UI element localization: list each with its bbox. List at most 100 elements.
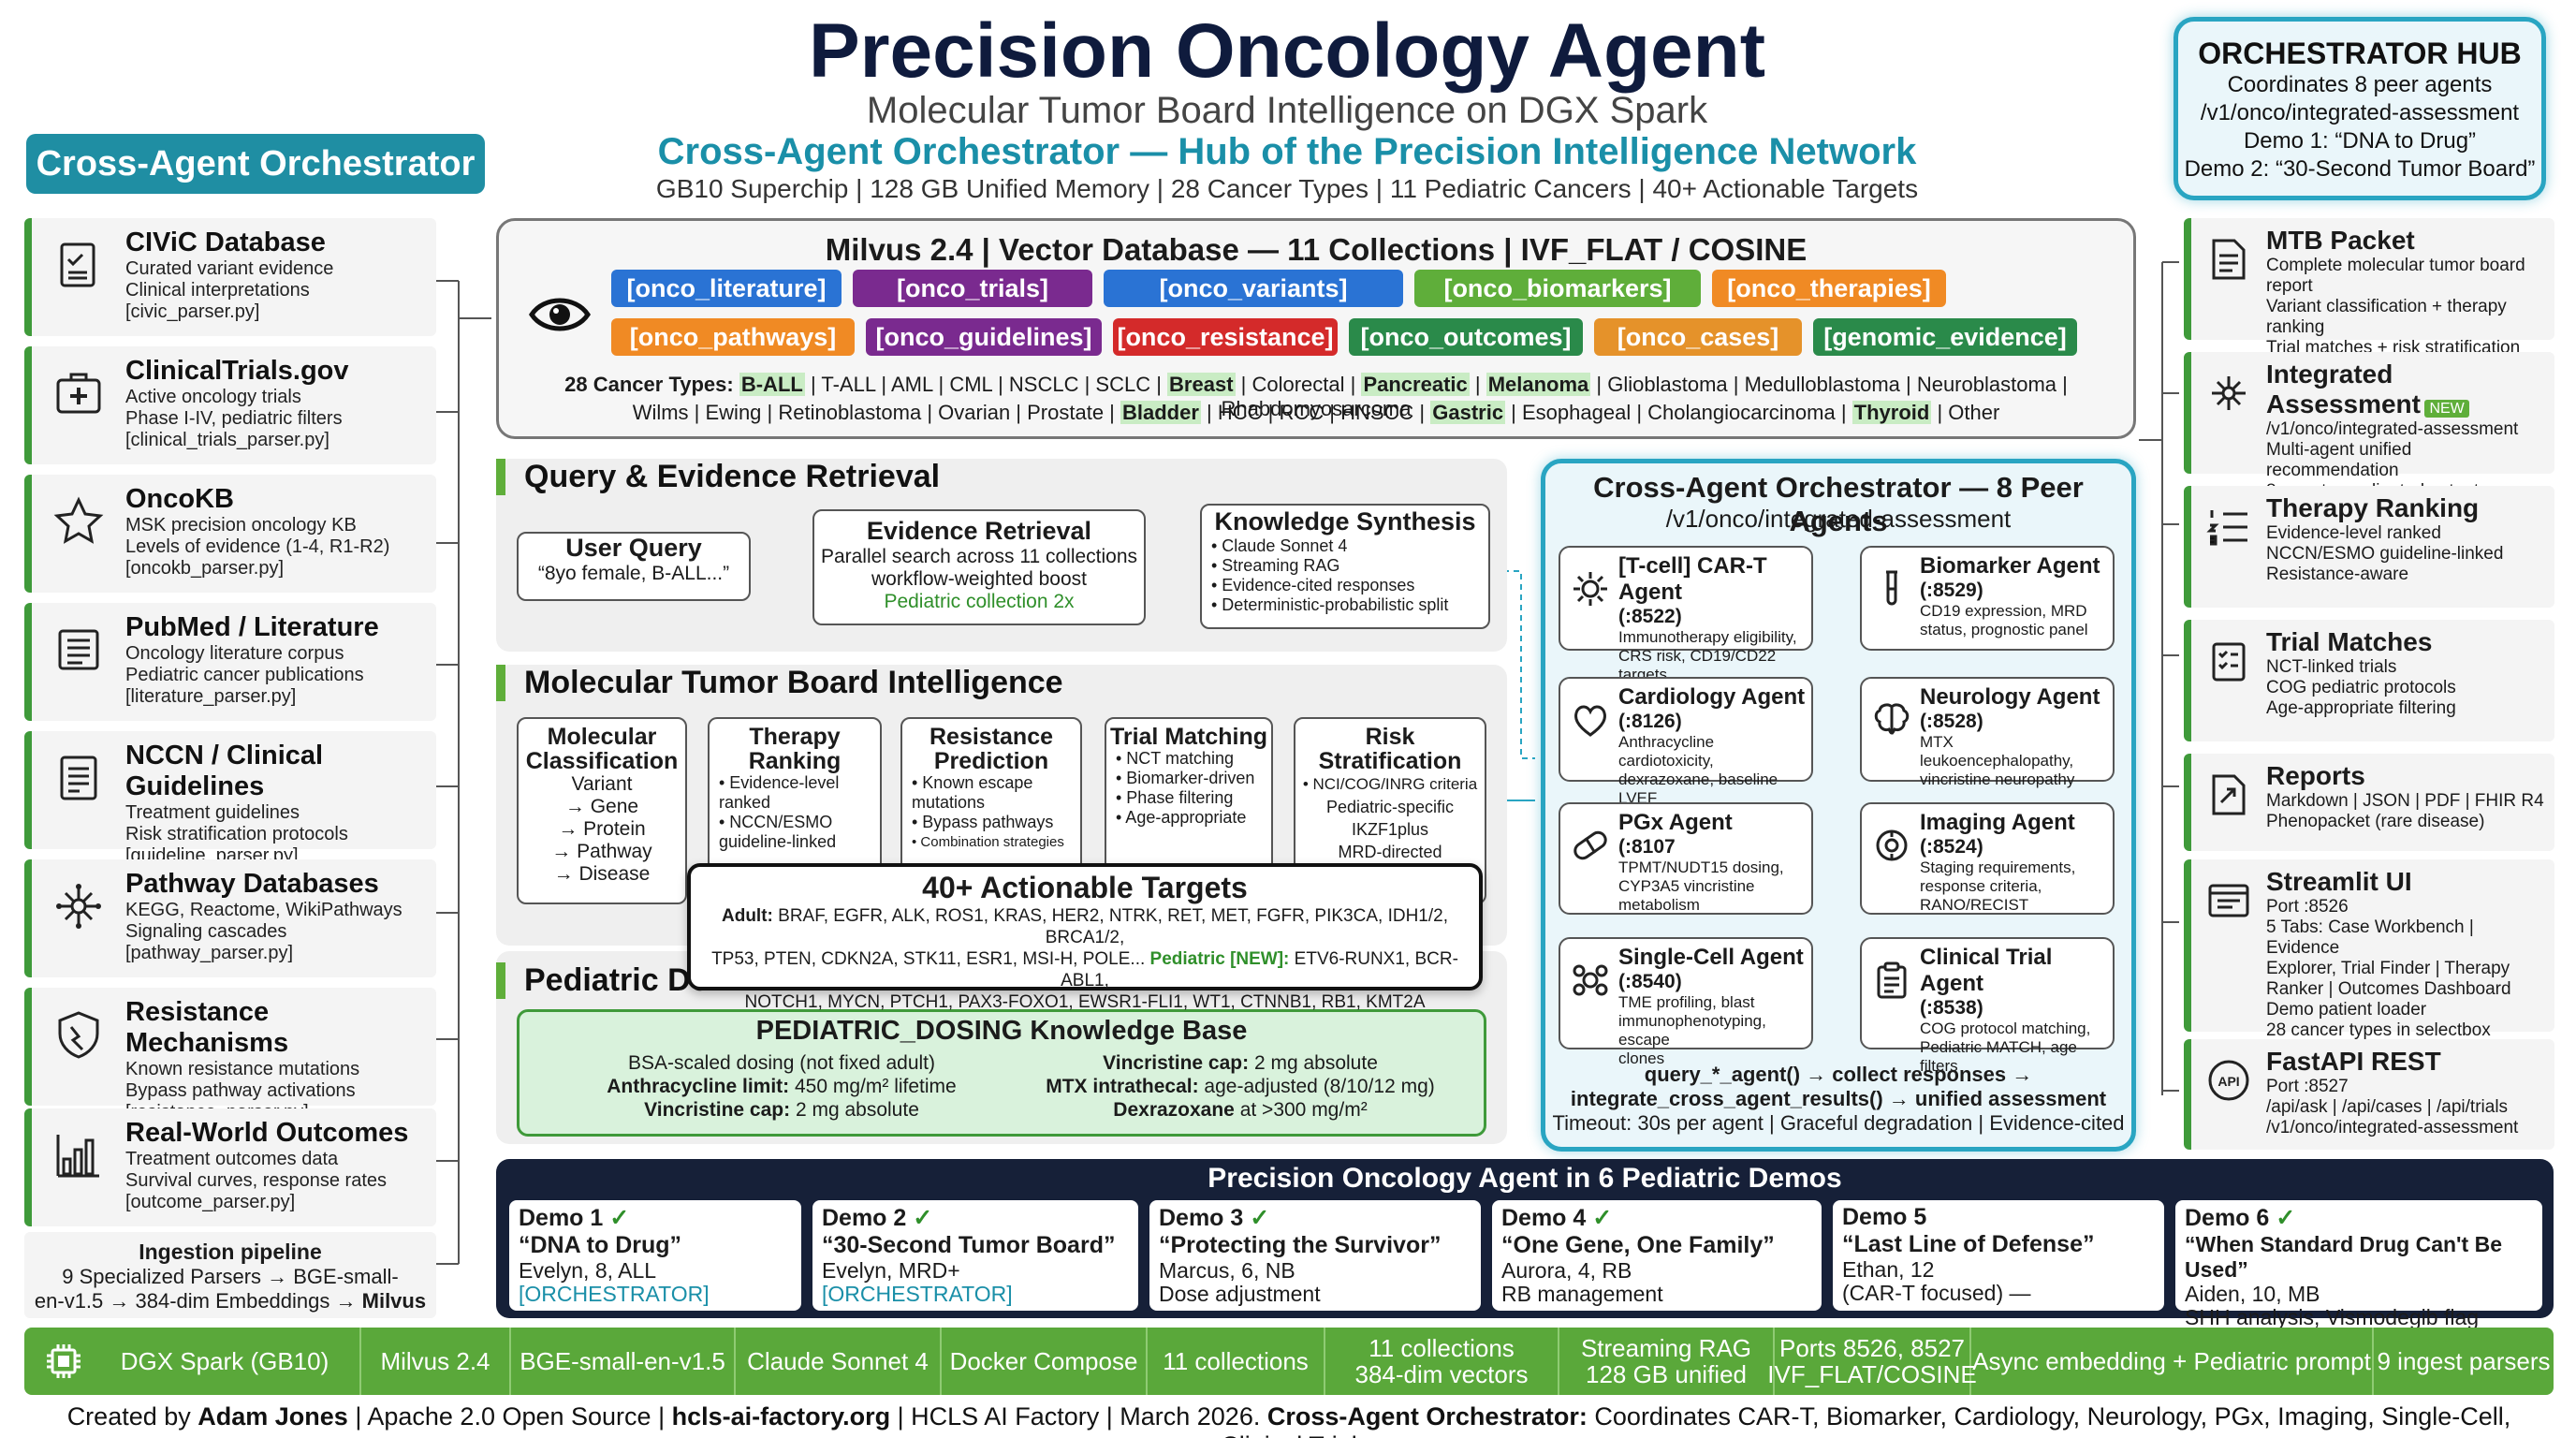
agent-name: Single-Cell Agent [1618,945,1804,970]
star-icon [53,496,104,544]
bar-item-parsers: 9 ingest parsers [2377,1347,2551,1375]
highlighted-cancer: Gastric [1430,401,1506,424]
agent-line: filters [1920,1057,1958,1075]
source-name: Real-World Outcomes [125,1118,409,1148]
orchestrator-hub: ORCHESTRATOR HUB Coordinates 8 peer agen… [2174,17,2546,200]
demos-panel: Precision Oncology Agent in 6 Pediatric … [496,1159,2554,1329]
ingestion-pipeline: Ingestion pipeline 9 Specialized Parsers… [24,1232,436,1318]
synthesis-title: Knowledge Synthesis [1214,507,1476,536]
check-icon: ✓ [609,1205,630,1231]
mtb-box-line: • NCI/COG/INRG criteria [1302,775,1478,793]
evidence-line: Pediatric collection 2x [884,591,1075,612]
new-badge: NEW [2424,399,2469,418]
output-trial-matches: Trial Matches NCT-linked trials COG pedi… [2184,620,2554,741]
highlighted-cancer: Breast [1167,373,1236,396]
pediatric-dosing-kb: PEDIATRIC_DOSING Knowledge Base BSA-scal… [517,1009,1486,1137]
footer-orchestrator: Cross-Agent Orchestrator: [1266,1402,1588,1431]
kb-line: BSA-scaled dosing (not fixed adult) [557,1051,1006,1075]
output-line: Complete molecular tumor board report [2266,256,2525,296]
kb-value: age-adjusted (8/10/12 mg) [1198,1076,1435,1097]
source-line: Treatment guidelines [125,802,300,823]
agent-imaging: Imaging Agent (:8524) Staging requiremen… [1860,802,2115,915]
hub-icon [2212,376,2246,410]
synthesis-item: • Evidence-cited responses [1211,576,1415,594]
cancer-text: | Esophageal | Cholangiocarcinoma | [1505,401,1852,424]
kb-right-column: Vincristine cap: 2 mg absolute MTX intra… [1016,1051,1465,1122]
source-line: KEGG, Reactome, WikiPathways [125,900,402,920]
output-streamlit-ui: Streamlit UI Port :8526 5 Tabs: Case Wor… [2184,859,2554,1040]
footer-author: Adam Jones [198,1402,348,1431]
demo-patient: Ethan, 12 [1842,1257,1935,1282]
agent-single-cell: Single-Cell Agent (:8540) TME profiling,… [1559,937,1813,1067]
collection-pill: [onco_outcomes] [1349,318,1583,356]
output-name: MTB Packet [2266,226,2415,255]
mtb-box-line: • NCT matching [1116,749,1235,768]
demo-number: Demo 2 [822,1205,907,1231]
hub-title: ORCHESTRATOR HUB [2198,37,2522,70]
page-subtitle: Molecular Tumor Board Intelligence on DG… [866,90,1708,131]
synthesis-item: • Streaming RAG [1211,556,1340,575]
source-clinicaltrials: ClinicalTrials.gov Active oncology trial… [24,346,436,464]
user-query-title: User Query [565,534,702,562]
mtb-box-line: • Evidence-level ranked [719,773,840,812]
output-line: 28 cancer types in selectbox [2266,1020,2491,1040]
output-line: Explorer, Trial Finder | Therapy [2266,959,2510,978]
demo-header: Demo 2 ✓ [822,1204,1129,1232]
hub-line: Demo 1: “DNA to Drug” [2243,128,2477,154]
cancer-types-line-1: 28 Cancer Types: B-ALL | T-ALL | AML | C… [499,373,2133,421]
source-line: [civic_parser.py] [125,301,260,322]
demo-number: Demo 5 [1842,1204,1927,1230]
cells-icon [1573,964,1608,996]
source-line: Pediatric cancer publications [125,665,364,685]
mtb-box-line: • Known escape mutations [912,773,1033,812]
book-icon [58,629,99,670]
source-line: Known resistance mutations [125,1059,360,1079]
tagline: Cross-Agent Orchestrator — Hub of the Pr… [657,131,1917,172]
milvus-title: Milvus 2.4 | Vector Database — 11 Collec… [825,232,1808,267]
bar-item-dgx: DGX Spark (GB10) [90,1328,361,1395]
source-line: [clinical_trials_parser.py] [125,430,329,450]
agent-line: Staging requirements, [1920,858,2076,876]
cancer-text: | HCC | RCC | HNSCC | [1200,401,1431,424]
agent-clinical-trial: Clinical Trial Agent (:8538) COG protoco… [1860,937,2115,1075]
agent-line: MTX leukoencephalopathy, [1920,733,2074,770]
demo-title: “One Gene, One Family” [1501,1232,1775,1258]
eye-icon [529,298,591,331]
output-mtb-packet: MTB Packet Complete molecular tumor boar… [2184,218,2554,358]
knowledge-synthesis-box: Knowledge Synthesis • Claude Sonnet 4 • … [1200,504,1490,629]
agent-line: COG protocol matching, [1920,1020,2091,1037]
demo-title: “Protecting the Survivor” [1159,1232,1442,1258]
collection-pill: [onco_trials] [853,270,1092,307]
bar-item-async: Async embedding + Pediatric prompt [1971,1328,2374,1395]
output-integrated-assessment: Integrated Assessment NEW /v1/onco/integ… [2184,352,2554,501]
kb-line: Vincristine cap: 2 mg absolute [557,1098,1006,1122]
broken-shield-icon [58,1011,99,1059]
adult-targets: BRAF, EGFR, ALK, ROS1, KRAS, HER2, NTRK,… [772,906,1448,947]
kb-line: Vincristine cap: 2 mg absolute [1016,1051,1465,1075]
source-line: Oncology literature corpus [125,643,344,664]
footer-site-link[interactable]: hcls-ai-factory.org [671,1402,891,1431]
api-icon: API [2208,1060,2249,1101]
footer-text: | Apache 2.0 Open Source | [347,1402,672,1431]
ingest-line: 9 Specialized Parsers → BGE-small- [62,1265,399,1288]
bar-item-collections: 11 collections [1148,1328,1325,1395]
source-line: [outcome_parser.py] [125,1192,296,1212]
agent-port: (:8538) [1920,997,1983,1019]
network-icon [56,884,101,929]
sun-icon [1573,572,1607,606]
pediatric-label: Pediatric [NEW]: [1149,949,1290,969]
kb-line: Anthracycline limit: 450 mg/m² lifetime [557,1075,1006,1098]
query-heading: Query & Evidence Retrieval [496,459,940,495]
evidence-line: workflow-weighted boost [871,568,1087,590]
demo-note: [ORCHESTRATOR] [822,1282,1013,1306]
bar-chart-icon [56,1135,99,1178]
demo-header: Demo 3 ✓ [1159,1204,1471,1232]
ingest-milvus: Milvus [361,1289,427,1313]
agent-cardiology: Cardiology Agent (:8126) Anthracycline c… [1559,677,1813,807]
collection-pill: [genomic_evidence] [1813,318,2077,356]
output-line: Age-appropriate filtering [2266,698,2456,718]
chip-icon [47,1344,80,1378]
mtb-box-line: guideline-linked [719,832,837,851]
output-reports: Reports Markdown | JSON | PDF | FHIR R4 … [2184,754,2554,851]
demo-title: “30-Second Tumor Board” [822,1232,1116,1258]
